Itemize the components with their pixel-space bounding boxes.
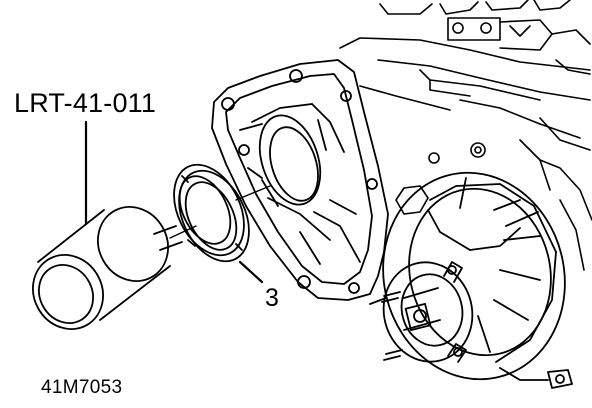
seal-installer-tool: [32, 206, 183, 330]
engine-casting-background: [339, 0, 592, 271]
centre-line: [169, 185, 271, 239]
output-flange-hub: [369, 171, 573, 389]
item-number-label: 3: [265, 284, 279, 312]
housing-plate: [211, 59, 389, 301]
tool-number-label: LRT-41-011: [14, 88, 157, 118]
oil-seal: [173, 163, 250, 263]
item-3-leader-line: [238, 260, 264, 284]
figure-id-label: 41M7053: [41, 377, 123, 398]
